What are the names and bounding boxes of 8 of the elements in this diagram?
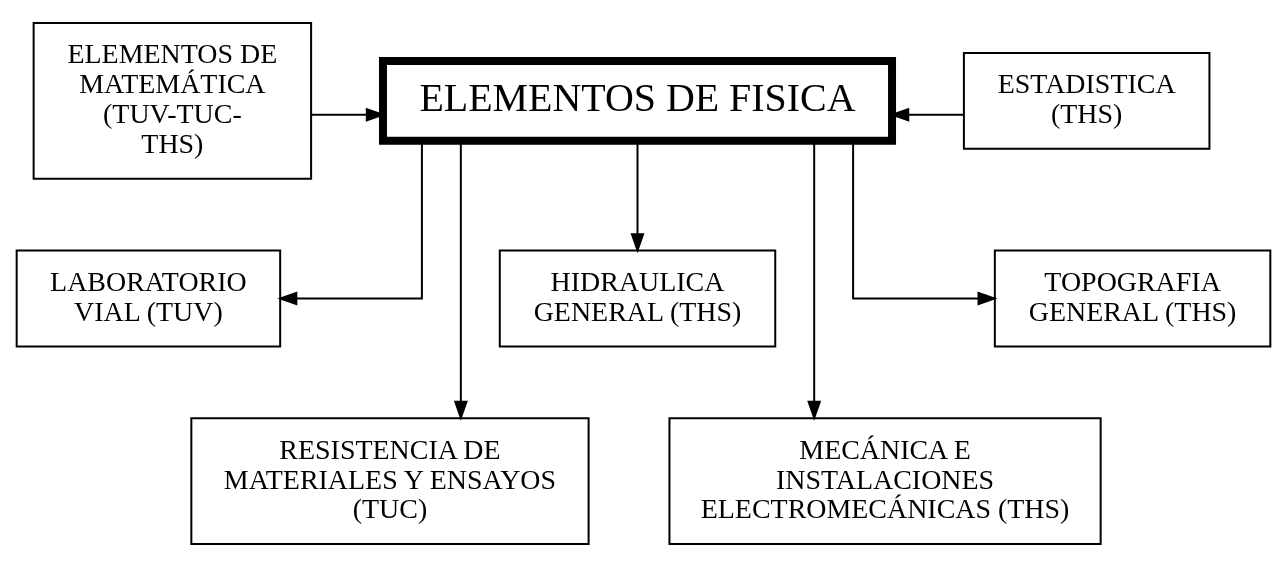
node-box: ELEMENTOS DE FISICA (379, 56, 897, 145)
node-box: TOPOGRAFIA GENERAL (THS) (993, 249, 1272, 348)
node-box: LABORATORIO VIAL (TUV) (15, 249, 282, 348)
node-box: HIDRAULICA GENERAL (THS) (498, 249, 777, 348)
node-box: ELEMENTOS DE MATEMÁTICA (TUV-TUC-THS) (32, 22, 313, 180)
node-box: RESISTENCIA DE MATERIALES Y ENSAYOS (TUC) (190, 417, 590, 545)
node-box: MECÁNICA E INSTALACIONES ELECTROMECÁNICAS (THS) (668, 417, 1102, 545)
node-box: ESTADISTICA (THS) (962, 51, 1211, 150)
